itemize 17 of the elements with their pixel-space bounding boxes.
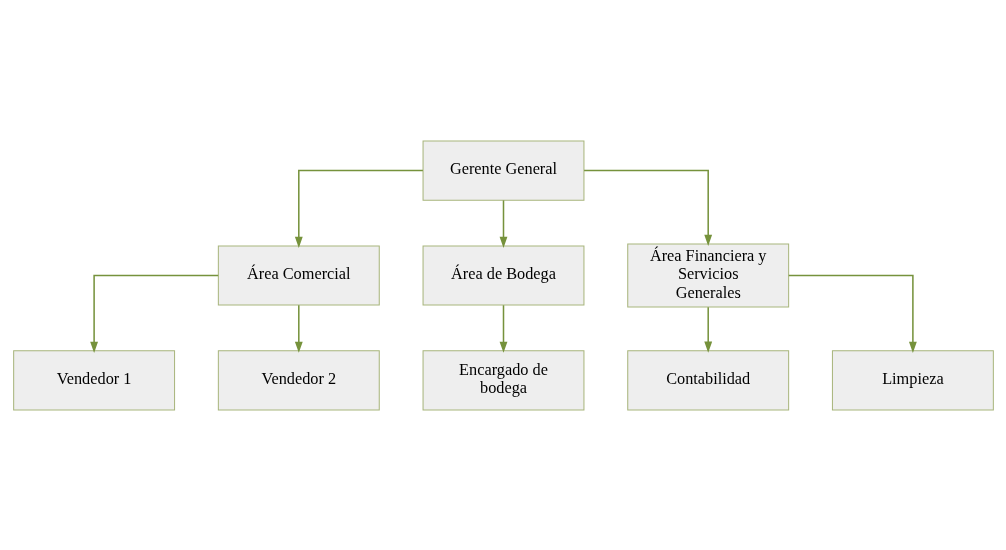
arrow	[294, 169, 424, 248]
arrow	[89, 274, 219, 353]
arrow	[499, 199, 507, 248]
node-box: Encargado de bodega	[422, 349, 584, 410]
arrow	[294, 304, 303, 353]
arrow	[582, 169, 712, 246]
node-box: Área Financiera y Servicios Generales	[626, 242, 789, 308]
arrow	[499, 304, 507, 353]
node-box: Vendedor 2	[217, 349, 380, 410]
node-box: Contabilidad	[626, 349, 789, 410]
node-box: Área de Bodega	[422, 244, 584, 306]
arrow	[703, 306, 712, 353]
node-box: Área Comercial	[217, 244, 380, 306]
node-box: Vendedor 1	[12, 349, 175, 410]
node-box: Gerente General	[422, 140, 584, 201]
arrow	[787, 274, 917, 353]
node-box: Limpieza	[831, 349, 994, 410]
